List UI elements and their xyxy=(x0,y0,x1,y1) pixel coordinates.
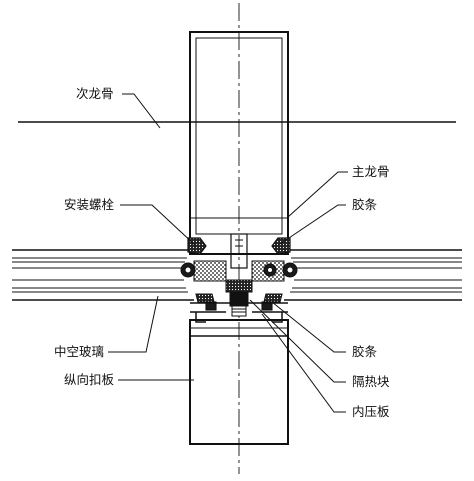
leader-gasket-upper xyxy=(279,204,346,245)
inner-pressure-plate-profile xyxy=(190,302,288,323)
leader-gasket-lower xyxy=(271,301,346,353)
label-insulating-glass: 中空玻璃 xyxy=(54,344,104,359)
spacer-blocks xyxy=(180,260,298,282)
leader-inner-pressure-plate xyxy=(261,313,346,413)
gasket-upper-profiles xyxy=(187,237,291,255)
label-main-keel: 主龙骨 xyxy=(352,164,390,179)
label-secondary-keel: 次龙骨 xyxy=(76,86,114,101)
leader-mounting-bolt xyxy=(120,204,197,247)
thermal-break-block-shape xyxy=(225,279,253,317)
vertical-cover-plate-profile xyxy=(189,319,289,445)
label-mounting-bolt: 安装螺栓 xyxy=(64,197,115,212)
main-keel-profile xyxy=(189,31,289,269)
label-thermal-break-block: 隔热块 xyxy=(352,374,390,389)
leader-thermal-break-block xyxy=(249,299,346,383)
label-gasket-lower: 胶条 xyxy=(352,344,378,359)
label-vertical-cover-plate: 纵向扣板 xyxy=(64,372,115,387)
leader-main-keel xyxy=(287,171,348,218)
leader-lines xyxy=(108,93,348,413)
label-inner-pressure-plate: 内压板 xyxy=(352,404,390,419)
label-gasket-upper: 胶条 xyxy=(352,197,378,212)
leader-secondary-keel xyxy=(122,93,161,129)
gasket-lower-profiles xyxy=(195,293,283,311)
insulating-glass-panes xyxy=(12,249,462,301)
leader-insulating-glass xyxy=(108,295,159,353)
